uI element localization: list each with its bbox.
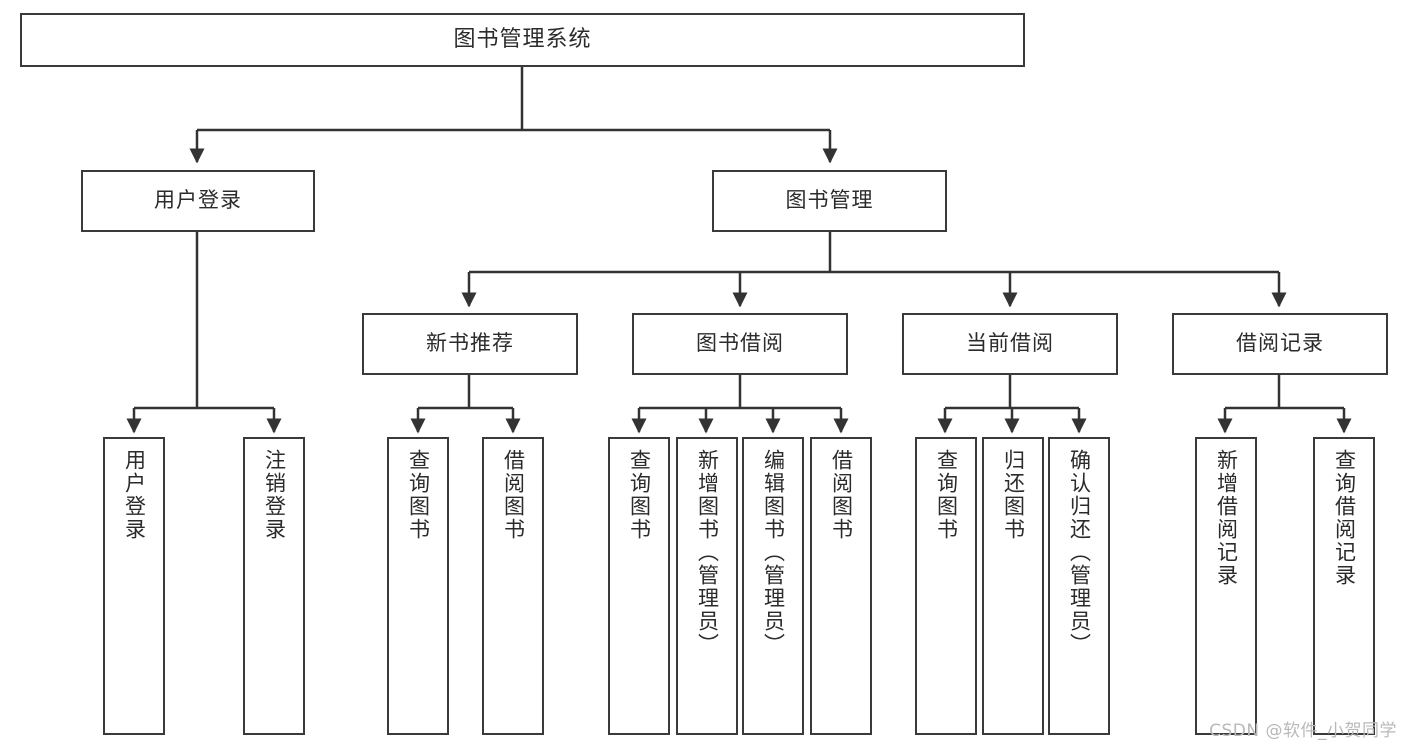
node-book-borrow[interactable]: 图书借阅 bbox=[632, 313, 848, 375]
csdn-watermark: CSDN @软件_小贺同学 bbox=[1209, 721, 1397, 741]
leaf-current-borrow-confirm-return[interactable]: 确认归还（管理员） bbox=[1048, 437, 1110, 735]
leaf-label: 确认归还（管理员） bbox=[1067, 449, 1092, 656]
leaf-user-login-login[interactable]: 用户登录 bbox=[103, 437, 165, 735]
node-new-book-recommend[interactable]: 新书推荐 bbox=[362, 313, 578, 375]
node-book-manage[interactable]: 图书管理 bbox=[712, 170, 947, 232]
leaf-new-book-borrow[interactable]: 借阅图书 bbox=[482, 437, 544, 735]
leaf-label: 借阅图书 bbox=[501, 449, 526, 541]
node-current-borrow[interactable]: 当前借阅 bbox=[902, 313, 1118, 375]
leaf-borrow-record-add[interactable]: 新增借阅记录 bbox=[1195, 437, 1257, 735]
node-user-login[interactable]: 用户登录 bbox=[81, 170, 315, 232]
leaf-new-book-query[interactable]: 查询图书 bbox=[387, 437, 449, 735]
leaf-label: 新增图书（管理员） bbox=[695, 449, 720, 656]
leaf-label: 归还图书 bbox=[1001, 449, 1026, 541]
leaf-user-login-logout[interactable]: 注销登录 bbox=[243, 437, 305, 735]
leaf-borrow-record-query[interactable]: 查询借阅记录 bbox=[1313, 437, 1375, 735]
node-borrow-record[interactable]: 借阅记录 bbox=[1172, 313, 1388, 375]
leaf-label: 用户登录 bbox=[122, 449, 147, 541]
leaf-label: 借阅图书 bbox=[829, 449, 854, 541]
leaf-book-borrow-query[interactable]: 查询图书 bbox=[608, 437, 670, 735]
leaf-label: 注销登录 bbox=[262, 449, 287, 541]
leaf-label: 查询图书 bbox=[934, 449, 959, 541]
leaf-book-borrow-edit[interactable]: 编辑图书（管理员） bbox=[742, 437, 804, 735]
leaf-current-borrow-return[interactable]: 归还图书 bbox=[982, 437, 1044, 735]
leaf-current-borrow-query[interactable]: 查询图书 bbox=[915, 437, 977, 735]
leaf-book-borrow-borrow[interactable]: 借阅图书 bbox=[810, 437, 872, 735]
node-root-system[interactable]: 图书管理系统 bbox=[20, 13, 1025, 67]
leaf-label: 查询图书 bbox=[627, 449, 652, 541]
leaf-label: 编辑图书（管理员） bbox=[761, 449, 786, 656]
leaf-book-borrow-add[interactable]: 新增图书（管理员） bbox=[676, 437, 738, 735]
leaf-label: 查询图书 bbox=[406, 449, 431, 541]
leaf-label: 新增借阅记录 bbox=[1214, 449, 1239, 587]
leaf-label: 查询借阅记录 bbox=[1332, 449, 1357, 587]
